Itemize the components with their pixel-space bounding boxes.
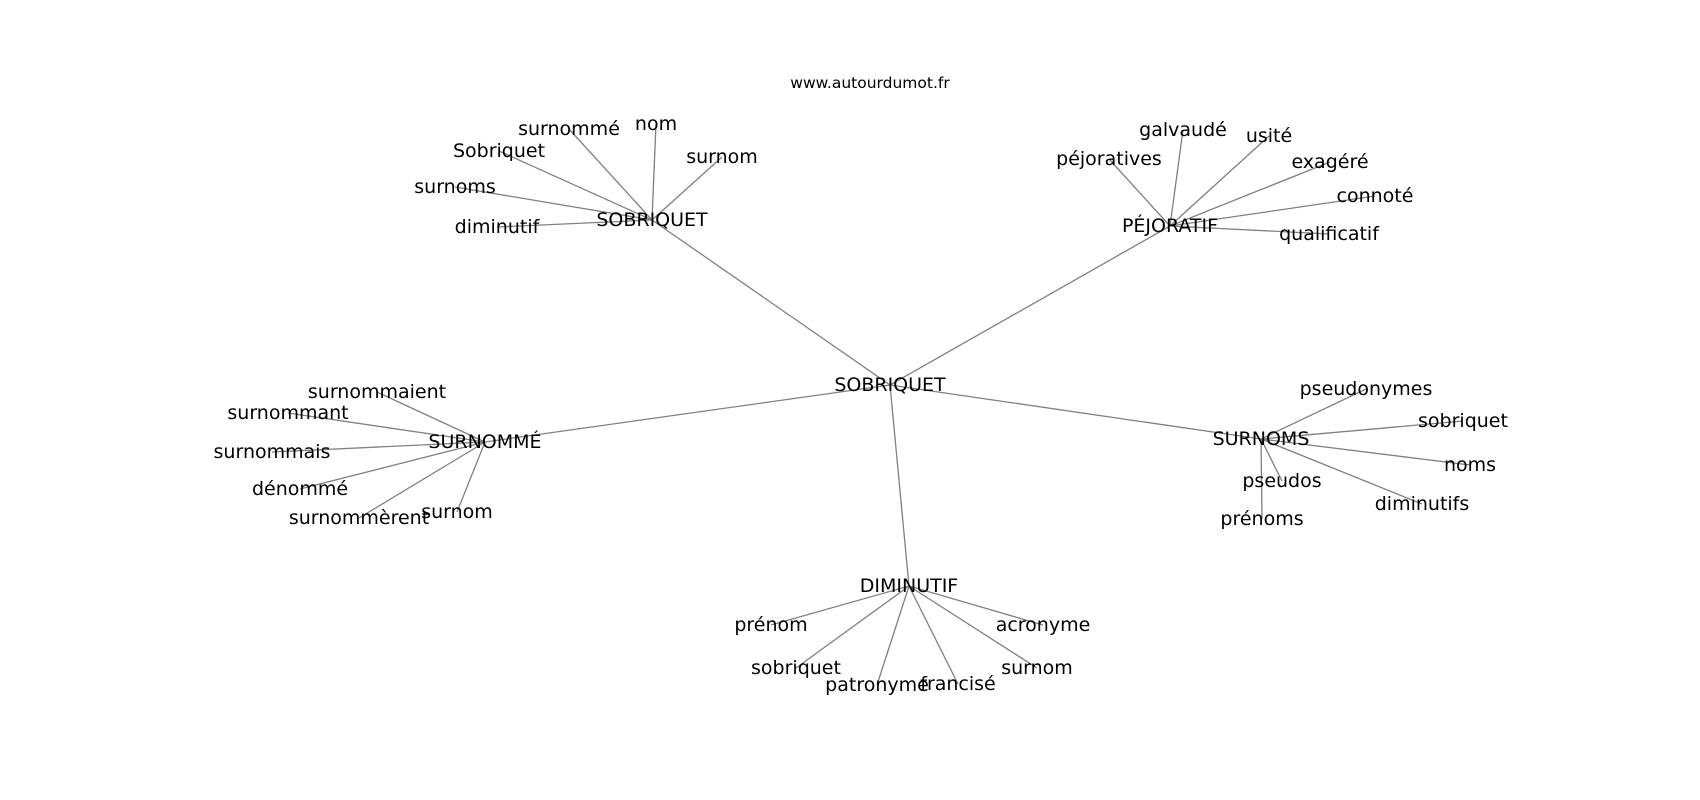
graph-edges: [271, 123, 1471, 686]
edge-root-pejoratif: [889, 225, 1171, 386]
edge-pejoratif-leaf-1: [1169, 135, 1270, 227]
edge-sobriquet-leaf-1: [651, 123, 657, 221]
leaf-node-surnomme-3: dénommé: [252, 478, 348, 500]
edge-sobriquet-leaf-4: [454, 186, 653, 221]
edge-surnoms-leaf-2: [1260, 438, 1471, 466]
edge-surnomme-leaf-2: [271, 441, 486, 453]
edge-root-surnomme: [484, 384, 891, 443]
leaf-node-diminutif-5: francisé: [920, 673, 996, 695]
hub-node-pejoratif: PÉJORATIF: [1122, 214, 1218, 237]
edge-pejoratif-leaf-3: [1169, 161, 1331, 227]
leaf-node-pejoratif-1: usité: [1246, 125, 1292, 147]
edge-surnoms-leaf-0: [1260, 388, 1367, 440]
edge-root-sobriquet: [651, 219, 891, 386]
hub-node-surnoms: SURNOMS: [1213, 428, 1310, 450]
edge-sobriquet-leaf-2: [498, 150, 653, 221]
edge-surnoms-leaf-5: [1260, 438, 1263, 520]
leaf-node-diminutif-0: prénom: [734, 614, 807, 636]
edge-surnomme-leaf-1: [287, 412, 486, 443]
hub-node-diminutif: DIMINUTIF: [860, 575, 959, 597]
edge-root-surnoms: [889, 384, 1262, 440]
edge-diminutif-leaf-3: [908, 585, 1038, 669]
edge-pejoratif-leaf-2: [1108, 158, 1171, 227]
leaf-node-surnomme-2: surnommais: [214, 441, 331, 463]
edge-surnomme-leaf-4: [358, 441, 486, 519]
edge-surnoms-leaf-3: [1260, 438, 1283, 482]
leaf-node-sobriquet-5: diminutif: [455, 216, 541, 238]
hub-node-sobriquet: SOBRIQUET: [596, 209, 708, 231]
leaf-node-surnoms-4: diminutifs: [1375, 493, 1470, 515]
leaf-node-diminutif-2: sobriquet: [751, 657, 841, 679]
leaf-node-pejoratif-4: connoté: [1337, 185, 1414, 207]
edge-diminutif-leaf-5: [908, 585, 959, 685]
edge-diminutif-leaf-1: [908, 585, 1044, 626]
edge-surnoms-leaf-1: [1260, 420, 1464, 440]
leaf-node-sobriquet-1: nom: [635, 113, 677, 135]
edge-root-diminutif: [889, 384, 910, 587]
leaf-node-pejoratif-3: exagéré: [1291, 151, 1368, 173]
watermark: www.autourdumot.fr: [790, 74, 950, 92]
leaf-node-diminutif-3: surnom: [1001, 657, 1073, 679]
leaf-node-pejoratif-5: qualificatif: [1279, 223, 1380, 245]
leaf-node-surnoms-1: sobriquet: [1418, 410, 1508, 432]
edge-sobriquet-leaf-3: [651, 156, 723, 221]
hub-node-surnomme: SURNOMMÉ: [428, 430, 541, 453]
leaf-node-surnoms-3: pseudos: [1242, 470, 1321, 492]
edge-pejoratif-leaf-4: [1169, 195, 1376, 227]
leaf-node-sobriquet-2: Sobriquet: [453, 140, 545, 162]
edge-diminutif-leaf-4: [876, 585, 910, 686]
edge-pejoratif-leaf-0: [1169, 129, 1184, 227]
edge-diminutif-leaf-2: [795, 585, 910, 669]
leaf-node-diminutif-1: acronyme: [996, 614, 1091, 636]
edge-surnomme-leaf-3: [299, 441, 486, 490]
edge-sobriquet-leaf-5: [496, 219, 653, 228]
leaf-node-sobriquet-4: surnoms: [414, 176, 496, 198]
edge-surnomme-leaf-5: [456, 441, 486, 513]
leaf-node-sobriquet-3: surnom: [686, 146, 758, 168]
edge-sobriquet-leaf-0: [568, 128, 653, 221]
leaf-node-surnoms-5: prénoms: [1220, 508, 1303, 530]
leaf-node-surnomme-1: surnommant: [227, 402, 348, 424]
root-node: SOBRIQUET: [834, 374, 946, 396]
leaf-node-diminutif-4: patronyme: [825, 674, 929, 696]
leaf-node-surnoms-0: pseudonymes: [1300, 378, 1433, 400]
edge-surnoms-leaf-4: [1260, 438, 1423, 505]
leaf-node-pejoratif-0: galvaudé: [1139, 119, 1227, 141]
edge-pejoratif-leaf-5: [1169, 225, 1330, 235]
leaf-node-surnomme-4: surnommèrent: [289, 507, 429, 529]
edge-diminutif-leaf-0: [770, 585, 910, 626]
leaf-node-pejoratif-2: péjoratives: [1056, 148, 1162, 170]
leaf-node-sobriquet-0: surnommé: [518, 118, 620, 140]
leaf-node-surnomme-5: surnom: [421, 501, 493, 523]
leaf-node-surnoms-2: noms: [1444, 454, 1496, 476]
leaf-node-surnomme-0: surnommaient: [308, 381, 446, 403]
edge-surnomme-leaf-0: [376, 391, 486, 443]
